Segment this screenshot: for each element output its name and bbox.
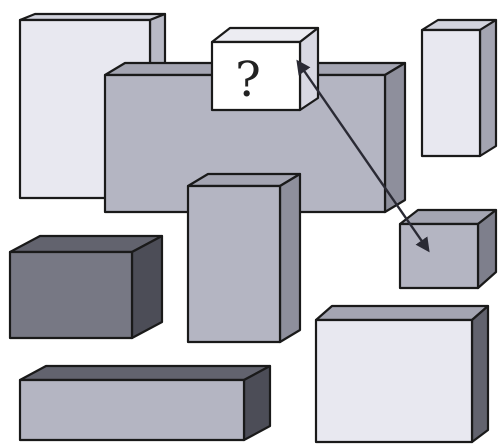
box-front-face <box>398 222 480 290</box>
box-side-face <box>476 208 498 290</box>
box-left-dark <box>8 234 164 340</box>
box-small-right <box>398 208 498 290</box>
box-top-right-light <box>420 18 498 158</box>
box-side-face <box>278 172 302 344</box>
box-front-face <box>8 250 134 340</box>
box-front-face <box>210 40 302 112</box>
box-front-face <box>314 318 474 444</box>
box-side-face <box>242 364 272 442</box>
box-top-face <box>314 304 490 322</box>
box-side-face <box>470 304 490 444</box>
box-bottom-left-long <box>18 364 272 442</box>
box-middle-tall <box>186 172 302 344</box>
box-bottom-right-light <box>314 304 490 444</box>
box-side-face <box>383 61 407 214</box>
question-mark: ? <box>235 52 261 108</box>
box-top-face <box>18 364 272 382</box>
box-side-face <box>478 18 498 158</box>
box-front-face <box>420 28 482 158</box>
box-side-face <box>130 234 164 340</box>
double-arrow <box>296 59 430 253</box>
box-front-face <box>18 378 246 442</box>
box-front-face <box>186 184 282 344</box>
